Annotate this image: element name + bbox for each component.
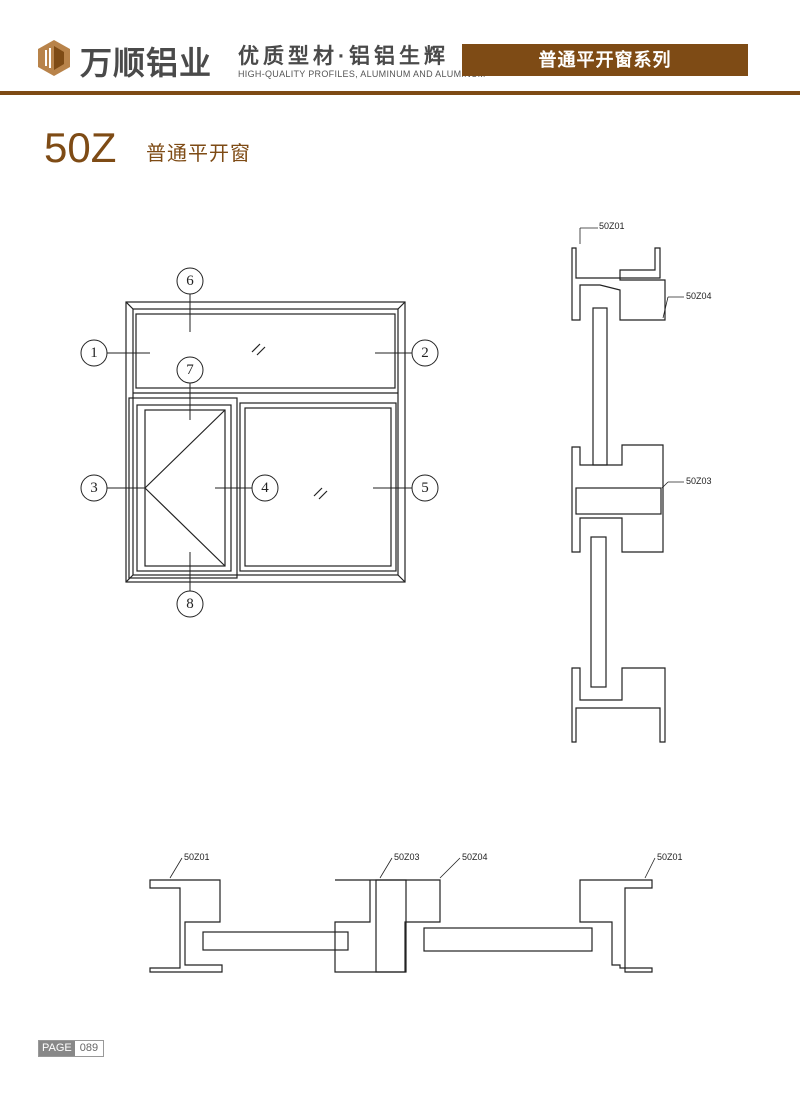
logo-icon — [38, 40, 70, 76]
label-50z03-vertical: 50Z03 — [686, 476, 712, 486]
callout-1: 1 — [90, 345, 98, 361]
label-50z01-right: 50Z01 — [657, 852, 683, 862]
vertical-section — [571, 227, 684, 743]
model-name: 普通平开窗 — [146, 143, 251, 165]
callout-7: 7 — [186, 362, 194, 378]
label-50z04-horizontal: 50Z04 — [462, 852, 488, 862]
label-50z03-horizontal: 50Z03 — [394, 852, 420, 862]
model-number: 50Z — [44, 124, 117, 171]
label-50z04-vertical: 50Z04 — [686, 291, 712, 301]
callout-3: 3 — [90, 480, 98, 496]
slogan-english: HIGH-QUALITY PROFILES, ALUMINUM AND ALUM… — [238, 69, 486, 79]
callout-2: 2 — [421, 345, 429, 361]
page-label: PAGE — [39, 1041, 75, 1056]
callout-8: 8 — [186, 596, 194, 612]
horizontal-section — [149, 857, 656, 973]
header-divider — [0, 91, 800, 95]
label-50z01-left: 50Z01 — [184, 852, 210, 862]
callout-4: 4 — [261, 480, 269, 496]
page-indicator: PAGE 089 — [38, 1040, 105, 1057]
page-number: 089 — [79, 1042, 99, 1054]
series-banner: 普通平开窗系列 — [462, 44, 748, 76]
brand-name: 万顺铝业 — [80, 45, 213, 81]
callout-5: 5 — [421, 480, 429, 496]
callout-6: 6 — [186, 273, 194, 289]
window-elevation — [80, 267, 439, 618]
slogan: 优质型材·铝铝生辉 — [238, 45, 449, 68]
label-50z01-vertical: 50Z01 — [599, 221, 625, 231]
